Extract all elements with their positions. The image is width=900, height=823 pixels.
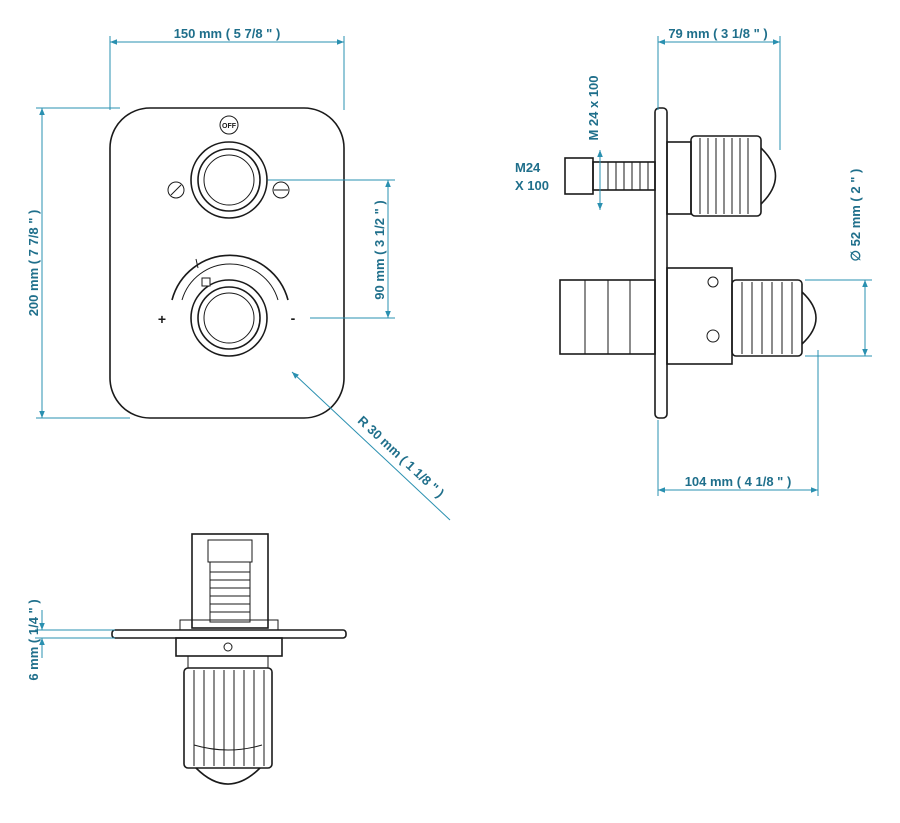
off-label: OFF [222,123,237,130]
front-plate [109,107,345,419]
lower-knob: + - [158,254,296,357]
upper-knob: OFF [167,115,290,219]
lower-cartridge [559,267,817,365]
bath-mark-icon [272,181,290,199]
upper-knob-side [666,135,777,217]
top-plate [111,629,347,639]
height-dimension-label: 200 mm ( 7 7/8 " ) [26,210,41,317]
radius-dimension-line [291,371,451,521]
side-plate [654,107,668,419]
thickness-dimension-label: 6 mm ( 1/4 " ) [26,599,41,680]
top-knob [183,667,273,769]
off-badge [219,115,239,135]
side-bottom-dimension-label: 104 mm ( 4 1/8 " ) [685,474,792,489]
radius-dimension-label: R 30 mm ( 1 1/8 " ) [355,413,447,501]
thread-vertical-label: M 24 x 100 [586,75,601,140]
thread-label-line2: X 100 [515,178,549,193]
minus-symbol: - [291,310,296,326]
side-top-dimension-label: 79 mm ( 3 1/8 " ) [668,26,767,41]
spacing-dimension-label: 90 mm ( 3 1/2 " ) [372,200,387,299]
top-view: 6 mm ( 1/4 " ) [26,533,347,785]
thread-label-line1: M24 [515,160,541,175]
threaded-pipe [564,157,656,195]
plus-symbol: + [158,311,166,327]
front-view: OFF + - 150 mm ( 5 7/8 " ) 200 mm [26,26,451,521]
temperature-arc [171,254,289,301]
side-view: 79 mm ( 3 1/8 " ) M 24 x 100 M24 X 100 ∅… [515,26,872,496]
width-dimension-label: 150 mm ( 5 7/8 " ) [174,26,281,41]
shower-mark-icon [167,181,185,199]
top-housing [191,533,269,629]
diameter-dimension-label: ∅ 52 mm ( 2 " ) [848,169,863,262]
